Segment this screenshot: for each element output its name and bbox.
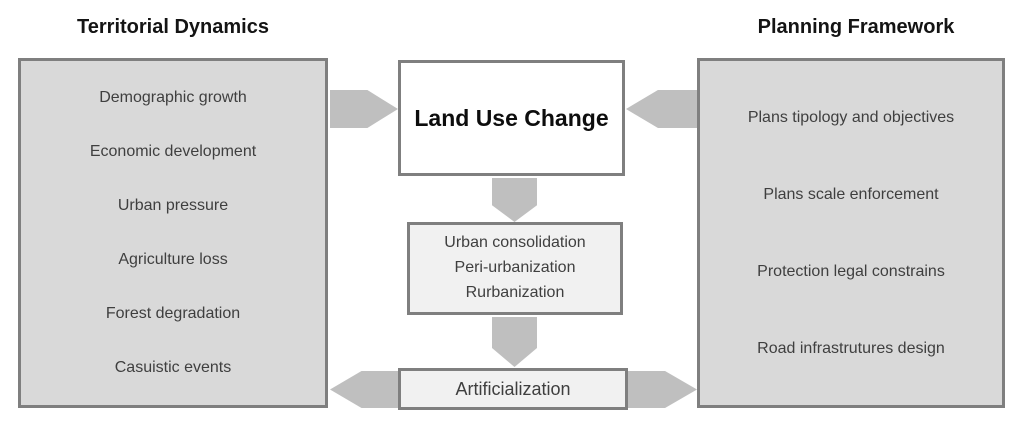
- process-urban-consolidation: Urban consolidation: [444, 234, 586, 252]
- arrow-right-panel-to-land-use-change-icon: [626, 90, 697, 128]
- right-panel-title: Planning Framework: [757, 16, 955, 38]
- arrow-artificialization-to-right-panel-icon: [626, 371, 697, 408]
- urbanization-processes-box: Urban consolidation Peri-urbanization Ru…: [407, 222, 623, 315]
- panel-item-plans-tipology: Plans tipology and objectives: [747, 108, 955, 126]
- land-use-change-label: Land Use Change: [414, 104, 609, 131]
- panel-item-forest-degradation: Forest degradation: [105, 305, 241, 322]
- arrow-processes-to-artificialization-icon: [492, 317, 537, 367]
- panel-item-road-infrastructures: Road infrastrutures design: [757, 339, 945, 357]
- panel-item-plans-scale: Plans scale enforcement: [763, 185, 939, 203]
- arrow-left-panel-to-land-use-change-icon: [330, 90, 398, 128]
- panel-item-casuistic-events: Casuistic events: [114, 359, 232, 376]
- planning-framework-panel: Plans tipology and objectives Plans scal…: [697, 58, 1005, 408]
- panel-item-agriculture-loss: Agriculture loss: [118, 251, 228, 268]
- process-rurbanization: Rurbanization: [465, 283, 565, 301]
- land-use-change-box: Land Use Change: [398, 60, 625, 176]
- territorial-dynamics-panel: Demographic growth Economic development …: [18, 58, 328, 408]
- arrow-artificialization-to-left-panel-icon: [330, 371, 400, 408]
- panel-item-economic-development: Economic development: [89, 143, 257, 160]
- left-panel-title: Territorial Dynamics: [77, 16, 269, 38]
- panel-item-urban-pressure: Urban pressure: [117, 197, 229, 214]
- artificialization-box: Artificialization: [398, 368, 628, 410]
- panel-item-protection-legal: Protection legal constrains: [757, 262, 945, 280]
- process-peri-urbanization: Peri-urbanization: [454, 259, 576, 277]
- arrow-land-use-change-to-processes-icon: [492, 178, 537, 222]
- panel-item-demographic-growth: Demographic growth: [99, 89, 247, 106]
- artificialization-label: Artificialization: [455, 378, 571, 399]
